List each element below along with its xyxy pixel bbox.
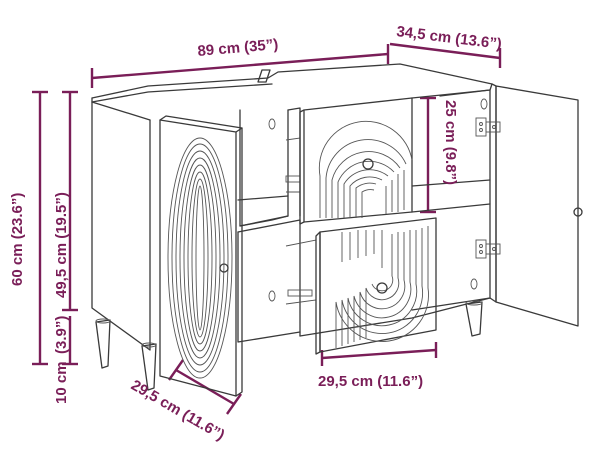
- hinge-icon: [475, 117, 501, 137]
- dimension-lines: [32, 42, 502, 415]
- hinge-icon: [475, 239, 501, 259]
- right-door: [475, 83, 583, 327]
- bottom-drawer-front: [315, 217, 437, 355]
- leg-height-metric-label: 10 cm: [53, 361, 70, 404]
- door-width-label: 29,5 cm (11.6”): [128, 377, 228, 444]
- leg-height-imperial-label: (3.9”): [53, 316, 70, 354]
- cabinet-legs: [95, 300, 483, 391]
- width-label: 89 cm (35”): [197, 36, 279, 60]
- drawer-height-label: 25 cm (9.8”): [442, 100, 459, 185]
- cabinet-body: [91, 63, 493, 351]
- left-door: [159, 115, 243, 397]
- top-drawer-front: [299, 97, 413, 225]
- body-height-label: 49,5 cm (19.5”): [53, 192, 70, 298]
- total-height-label: 60 cm (23.6”): [9, 193, 26, 286]
- depth-label: 34,5 cm (13.6”): [396, 23, 503, 53]
- drawer-width-label: 29,5 cm (11.6”): [318, 373, 423, 390]
